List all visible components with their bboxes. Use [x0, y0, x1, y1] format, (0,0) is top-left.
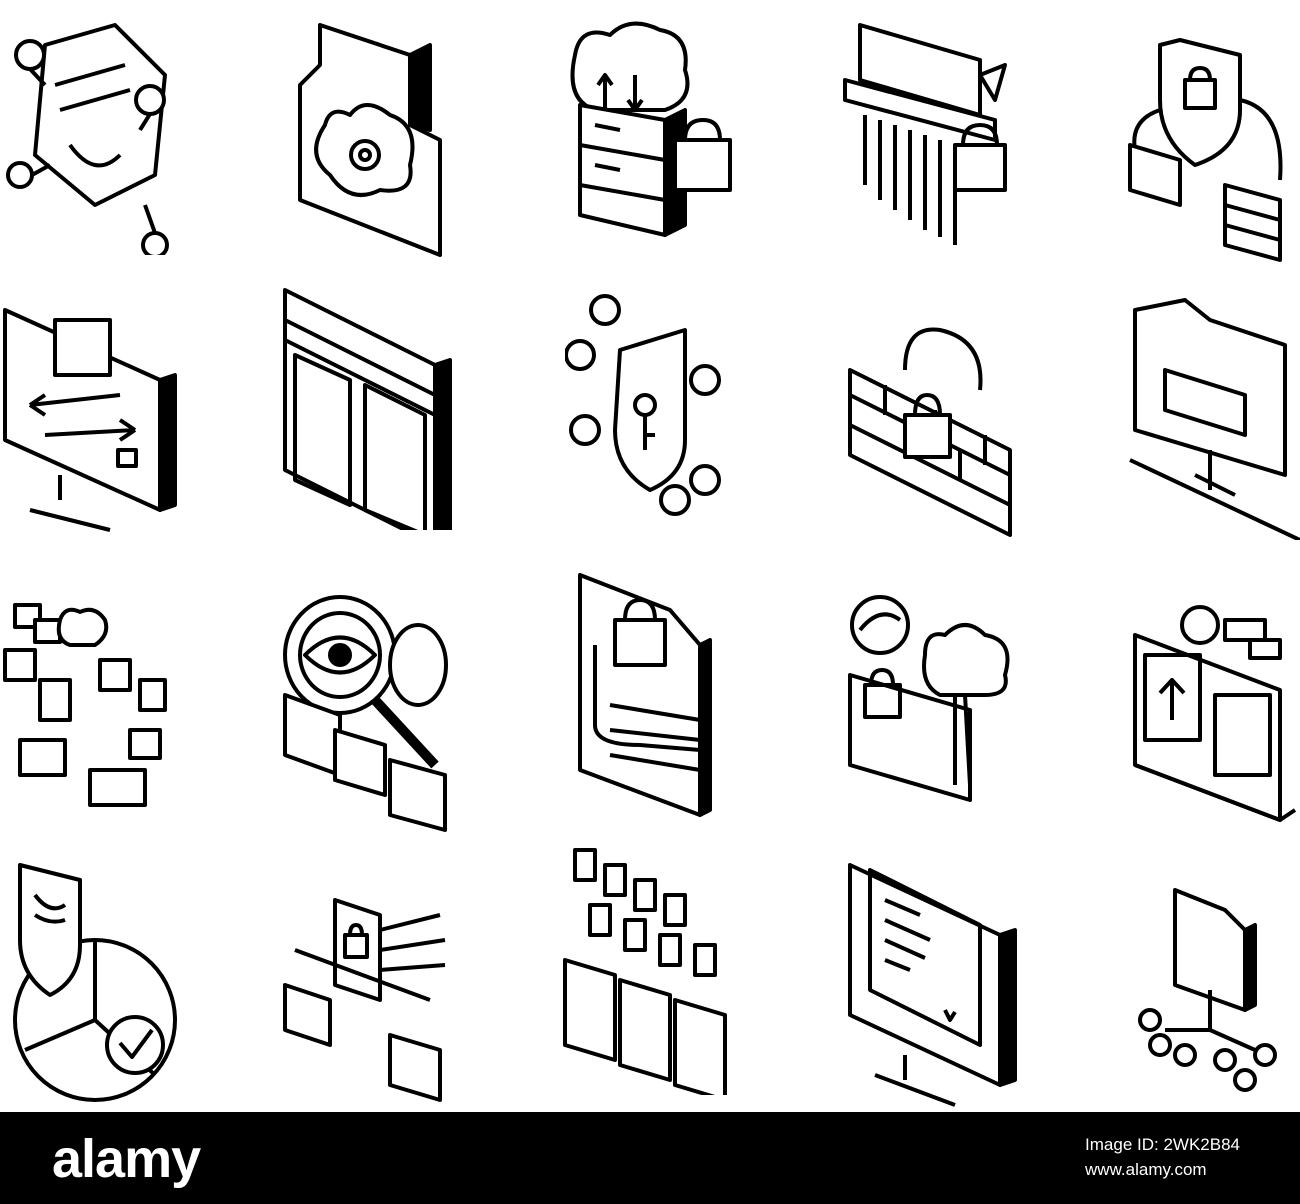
folder-network-icon	[1125, 290, 1300, 540]
shield-key-network-icon	[565, 290, 765, 540]
image-id-text: Image ID: 2WK2B84	[1085, 1135, 1240, 1154]
cloud-network-lock-icon	[0, 590, 200, 840]
server-rack-files-icon	[555, 845, 755, 1095]
laptop-upload-icon	[1130, 595, 1300, 845]
cloud-server-lock-icon	[555, 15, 755, 265]
shredder-lock-icon	[835, 5, 1035, 255]
image-id-block: Image ID: 2WK2B84 www.alamy.com	[1085, 1136, 1240, 1186]
monitor-document-icon	[845, 860, 1045, 1110]
window-layout-icon	[280, 280, 480, 530]
search-eye-network-icon	[280, 595, 480, 845]
website-text: www.alamy.com	[1085, 1160, 1207, 1179]
document-network-icon	[1135, 880, 1300, 1130]
lock-network-arrows-icon	[280, 880, 480, 1130]
watermark-banner	[0, 1112, 1300, 1204]
computer-transfer-lock-icon	[0, 290, 200, 540]
locked-document-icon	[570, 570, 770, 820]
shield-check-chart-icon	[10, 855, 210, 1105]
firewall-lock-icon	[845, 300, 1045, 550]
alamy-logo: alamy	[52, 1129, 201, 1189]
cloud-folder-lock-icon	[845, 585, 1045, 835]
cloud-folder-settings-icon	[280, 15, 480, 265]
shield-lock-network-icon	[1120, 20, 1300, 270]
gear-code-icon	[5, 5, 205, 255]
icon-grid	[0, 5, 1300, 1110]
